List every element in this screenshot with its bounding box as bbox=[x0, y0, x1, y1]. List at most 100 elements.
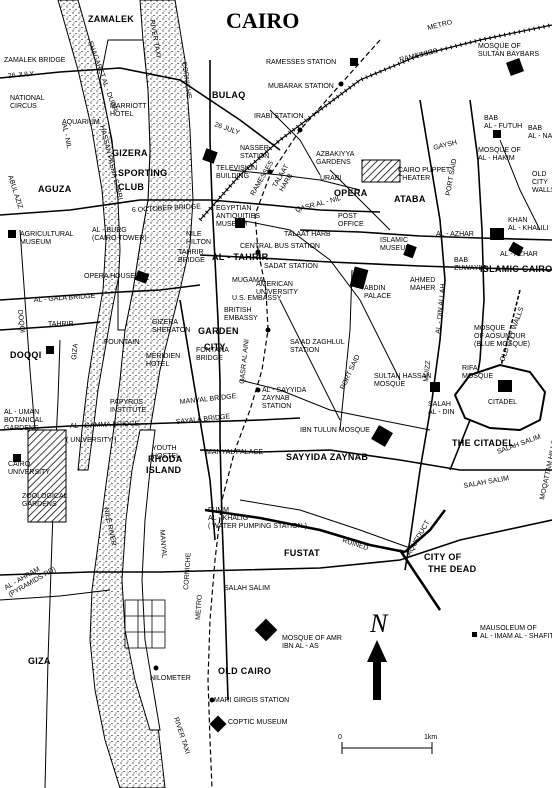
label-line: BUILDING bbox=[216, 173, 249, 180]
label-line: AL - UMAN bbox=[4, 409, 39, 416]
district-aguza: AGUZA bbox=[38, 184, 72, 194]
label-line: AZBAKIYYA bbox=[316, 151, 355, 158]
label-line: MUSEUM bbox=[216, 221, 247, 228]
label-line: CAIRO bbox=[8, 461, 31, 468]
label-line: MAHER bbox=[410, 285, 435, 292]
label-line: FOUNTAIN bbox=[104, 339, 139, 346]
label-coptic: COPTIC MUSEUM bbox=[228, 719, 288, 726]
label-line: OFFICE bbox=[338, 221, 364, 228]
label-mari-girgis: MARI GIRGIS STATION bbox=[214, 697, 289, 704]
label-line: NILE bbox=[186, 231, 202, 238]
label-line: GARDENS bbox=[4, 425, 39, 432]
label-line: SA'AD ZAGHLUL bbox=[290, 339, 345, 346]
label-line: CAIRO PUPPET bbox=[398, 167, 451, 174]
label-6-oct: 6 OCTOBER BRIDGE bbox=[132, 203, 202, 214]
label-26-july-w: 26 JULY bbox=[8, 71, 35, 80]
scale-end: 1km bbox=[424, 734, 437, 741]
label-line: AL - SAYYIDA bbox=[262, 387, 307, 394]
label-salah-salim-w: SALAH SALIM bbox=[224, 585, 270, 592]
label-ramesses-station: RAMESSES STATION bbox=[266, 59, 336, 66]
label-line: MOSQUE bbox=[462, 373, 493, 380]
label-line: AL - DIN bbox=[428, 409, 455, 416]
label-line: RAMESSES STATION bbox=[266, 59, 336, 66]
label-muizz: MUIZZ bbox=[423, 359, 432, 382]
label-talaat-harb: TALAAT HARB bbox=[284, 231, 331, 238]
label-line: OLD bbox=[532, 171, 546, 178]
district-sporting-2: CLUB bbox=[118, 182, 144, 192]
north-letter: N bbox=[369, 609, 389, 638]
label-line: SHERATON bbox=[152, 327, 190, 334]
label-line: NATIONAL bbox=[10, 95, 45, 102]
label-line: NASSER bbox=[240, 145, 269, 152]
label-fountain: FOUNTAIN bbox=[104, 339, 139, 346]
label-al-azhar: AL - AZHAR bbox=[500, 251, 538, 258]
label-line: PALACE bbox=[364, 293, 391, 300]
label-line: MOSQUE OF AMR bbox=[282, 635, 342, 642]
label-line: STATION bbox=[240, 153, 269, 160]
city-dead-2: THE DEAD bbox=[428, 564, 477, 574]
label-line: COPTIC MUSEUM bbox=[228, 719, 288, 726]
label-citadel: CITADEL bbox=[488, 399, 517, 406]
label-line: MUSEUM bbox=[380, 245, 411, 252]
label-line: ANTIQUITIES bbox=[216, 213, 260, 220]
label-giza-st: GIZA bbox=[71, 343, 80, 360]
label-line: AL - AZHAR bbox=[436, 231, 474, 238]
rhoda-grid bbox=[124, 599, 166, 649]
label-line: MOSQUE OF bbox=[478, 43, 521, 50]
label-line: BRIDGE bbox=[196, 355, 223, 362]
district-islamic: ISLAMIC CAIRO bbox=[480, 264, 552, 274]
district-sporting-1: SPORTING bbox=[118, 168, 167, 178]
label-line: MARRIOTT bbox=[110, 103, 147, 110]
azbakiyya-gardens-block bbox=[361, 159, 401, 183]
metro-line bbox=[207, 39, 381, 788]
label-line: CENTRAL BUS STATION bbox=[240, 243, 320, 250]
label-line: EMBASSY bbox=[224, 315, 258, 322]
label-line: POST bbox=[338, 213, 358, 220]
label-nilometer: NILOMETER bbox=[150, 675, 191, 682]
old-city-walls bbox=[499, 289, 521, 371]
label-line: MOSQUE bbox=[474, 325, 505, 332]
label-line: CORNICHE bbox=[183, 552, 193, 590]
label-line: 26 JULY bbox=[8, 71, 35, 80]
label-line: URABI bbox=[320, 175, 341, 182]
label-line: GIZERA bbox=[152, 319, 178, 326]
label-line: MOSQUE OF bbox=[478, 147, 521, 154]
label-gamma-bridge: AL - GAMMA BRIDGE bbox=[70, 421, 140, 430]
label-line: MANYAL bbox=[158, 530, 167, 559]
label-line: AL - AZHAR bbox=[500, 251, 538, 258]
label-line: UNIVERSITY bbox=[256, 289, 298, 296]
label-line: GARDENS bbox=[316, 159, 351, 166]
label-line: BAB bbox=[454, 257, 468, 264]
label-line: BAB bbox=[484, 115, 498, 122]
label-line: HILTON bbox=[186, 239, 211, 246]
label-line: THEATER bbox=[398, 175, 430, 182]
label-line: OF AOSUNQUR bbox=[474, 333, 526, 340]
label-manyal-palace: MANYAL PALACE bbox=[206, 449, 263, 456]
label-line: GARDENS bbox=[22, 501, 57, 508]
label-irabi: IRABI STATION bbox=[254, 113, 304, 120]
label-line: METRO bbox=[195, 594, 204, 620]
label-line: AL - IMAM AL - SHAFITI bbox=[480, 633, 552, 640]
label-line: EGYPTIAN bbox=[216, 205, 251, 212]
label-university: ( UNIVERSITY ) bbox=[66, 437, 116, 444]
label-line: BRITISH bbox=[224, 307, 252, 314]
scale-bar: 0 1km bbox=[338, 734, 437, 754]
label-line: STATION bbox=[262, 403, 291, 410]
label-line: CITY bbox=[532, 179, 548, 186]
label-line: SALAH SALIM bbox=[224, 585, 270, 592]
label-line: FONTANA bbox=[196, 347, 229, 354]
label-line: ZOOLOGICAL bbox=[22, 493, 68, 500]
